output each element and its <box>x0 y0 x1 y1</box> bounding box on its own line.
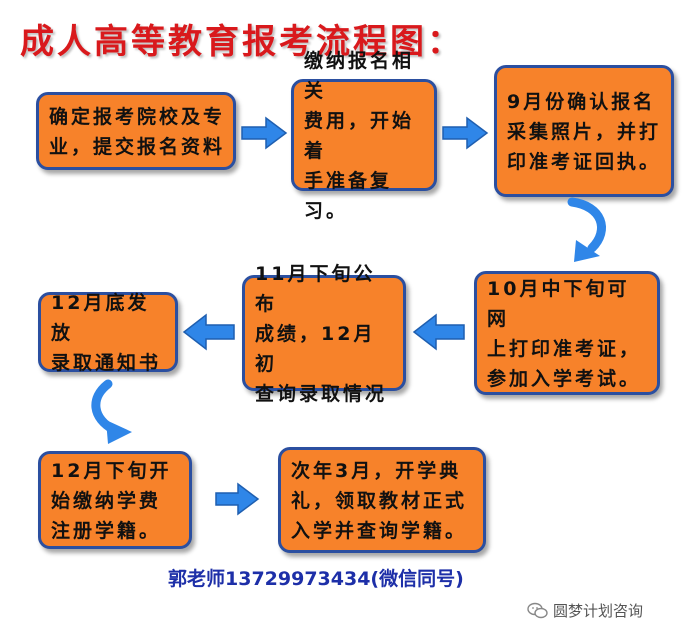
step-8-box: 次年3月，开学典 礼，领取教材正式 入学并查询学籍。 <box>278 447 486 553</box>
watermark: 圆梦计划咨询 <box>527 600 643 621</box>
wechat-icon <box>527 602 548 618</box>
step-8-text: 次年3月，开学典 礼，领取教材正式 入学并查询学籍。 <box>291 460 468 542</box>
watermark-text: 圆梦计划咨询 <box>553 602 644 620</box>
step-3-text: 9月份确认报名 采集照片，并打 印准考证回执。 <box>507 91 662 173</box>
contact-footer: 郭老师13729973434(微信同号) <box>168 568 464 590</box>
step-5-text: 11月下旬公布 成绩，12月初 查询录取情况 <box>255 263 388 405</box>
step-3-box: 9月份确认报名 采集照片，并打 印准考证回执。 <box>494 65 674 197</box>
step-4-box: 10月中下旬可网 上打印准考证， 参加入学考试。 <box>474 271 660 395</box>
step-1-box: 确定报考院校及专 业，提交报名资料 <box>36 92 236 170</box>
step-7-box: 12月下旬开 始缴纳学费 注册学籍。 <box>38 451 192 549</box>
arrow-right-icon <box>442 116 489 150</box>
curved-arrow-down-icon <box>91 379 132 444</box>
step-2-box: 缴纳报名相关 费用，开始着 手准备复习。 <box>291 50 437 222</box>
step-4-text: 10月中下旬可网 上打印准考证， 参加入学考试。 <box>487 278 642 390</box>
step-6-text: 12月底发放 录取通知书 <box>51 292 162 374</box>
step-2-text: 缴纳报名相关 费用，开始着 手准备复习。 <box>304 50 415 222</box>
step-5-box: 11月下旬公布 成绩，12月初 查询录取情况 <box>242 263 406 405</box>
curved-arrow-down-icon <box>567 197 606 262</box>
step-6-box: 12月底发放 录取通知书 <box>38 292 178 374</box>
page-title: 成人高等教育报考流程图： <box>20 22 464 62</box>
arrow-left-icon <box>182 313 235 351</box>
step-1-text: 确定报考院校及专 业，提交报名资料 <box>49 106 226 158</box>
arrow-right-icon <box>215 482 260 516</box>
arrow-right-icon <box>241 116 288 150</box>
arrow-left-icon <box>412 313 465 351</box>
step-7-text: 12月下旬开 始缴纳学费 注册学籍。 <box>51 460 172 542</box>
